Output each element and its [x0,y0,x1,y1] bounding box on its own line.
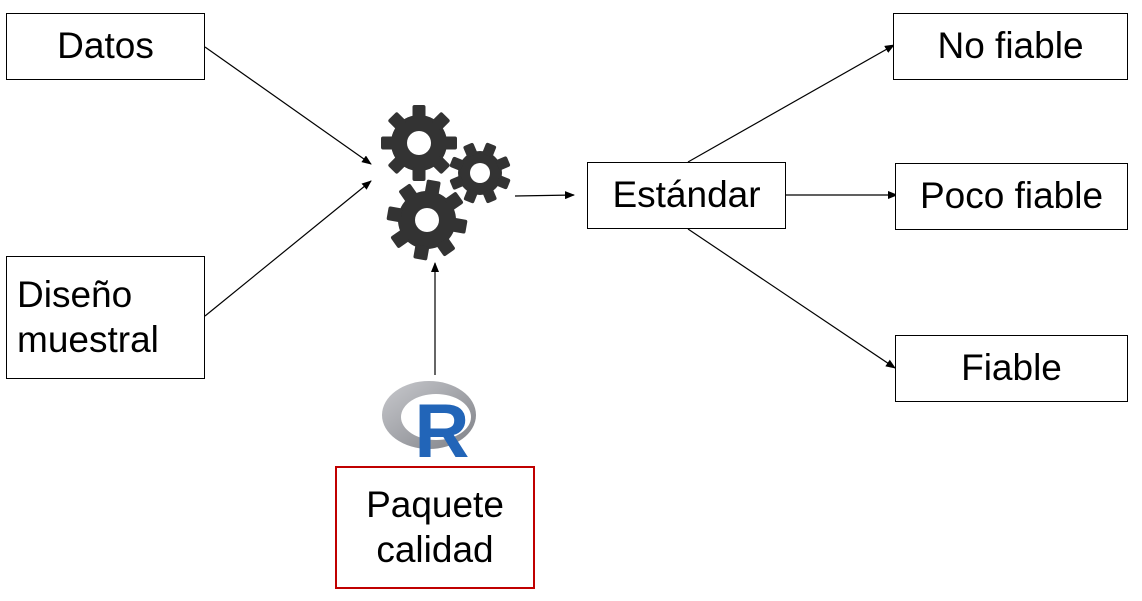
gear-small-right-icon [449,142,511,204]
r-logo-letter: R [415,389,470,459]
datos-label: Datos [57,25,154,67]
diseno-label-line2: muestral [17,318,159,360]
gears-icon [381,105,511,261]
gear-large-top-icon [381,105,457,181]
poco-fiable-label: Poco fiable [919,175,1104,217]
paquete-label-line2: calidad [376,528,494,570]
diseno-label-line1: Diseño [17,274,133,316]
arrow-standard-to-no-fiable [687,44,895,163]
paquete-label-line1: Paquete [366,484,504,526]
fiable-label: Fiable [961,347,1062,389]
diseno-muestral-box: Diseño muestral [6,256,205,379]
datos-box: Datos [6,13,205,80]
fiable-box: Fiable [895,335,1128,402]
gear-large-bottom-icon [386,179,468,261]
estandar-box: Estándar [587,162,786,229]
no-fiable-label: No fiable [937,25,1084,67]
arrow-diseno-to-process [204,180,372,317]
poco-fiable-box: Poco fiable [895,163,1128,230]
estandar-label: Estándar [612,174,761,216]
arrow-datos-to-process [204,46,372,165]
arrow-process-to-standard [514,191,575,200]
arrow-standard-to-fiable [687,228,896,369]
paquete-calidad-box: Paquete calidad [335,466,535,589]
r-logo-icon: R [382,381,476,459]
no-fiable-box: No fiable [893,13,1128,80]
